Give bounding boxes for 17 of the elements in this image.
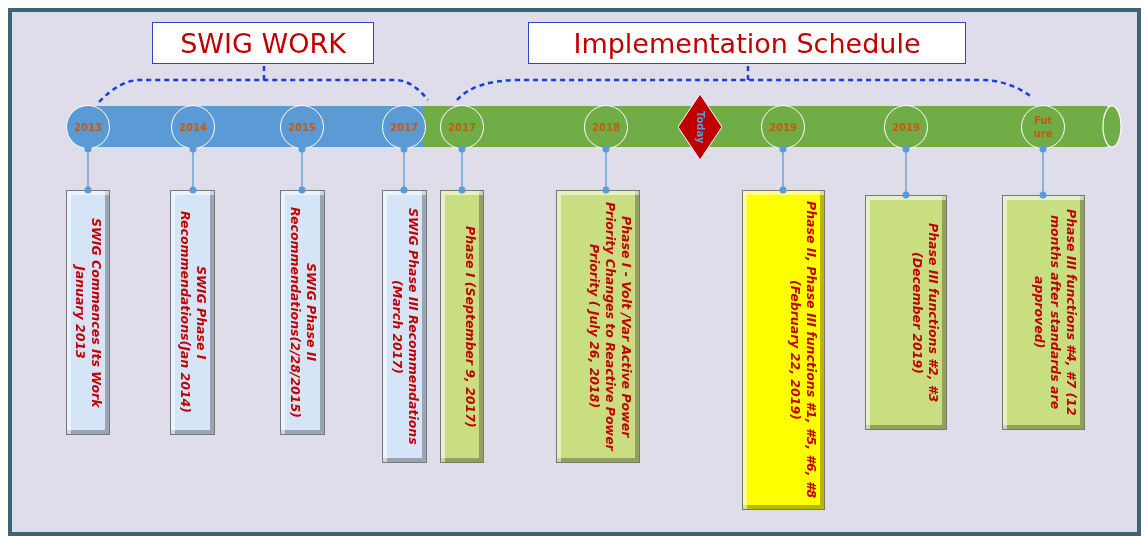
milestone-card: Phase II, Phase III functions #1, #5, #6, #8 (February 22, 2019) <box>742 190 825 510</box>
connector-line <box>458 145 466 194</box>
milestone-card: SWIG Phase II Recommendations(2/28/2015) <box>280 190 325 435</box>
milestone-card: Phase III functions #2, #3 (December 2019) <box>865 195 947 430</box>
connector-line <box>902 145 910 199</box>
connector-line <box>779 145 787 194</box>
milestone-card: SWIG Commences Its Work January 2013 <box>66 190 110 435</box>
heading-box: SWIG WORK <box>152 22 374 64</box>
heading-box: Implementation Schedule <box>528 22 966 64</box>
connector-line <box>1039 145 1047 199</box>
milestone-card: Phase I (September 9, 2017) <box>440 190 484 463</box>
connector-line <box>602 145 610 194</box>
milestone-card: Phase III functions #4, #7 (12 months after standards are approved) <box>1002 195 1085 430</box>
today-diamond: Today <box>678 94 722 160</box>
milestone-card: SWIG Phase I Recommendations(Jan 2014) <box>170 190 215 435</box>
milestone-card: SWIG Phase III Recommendations (March 2017) <box>382 190 427 463</box>
milestone-card: Phase I - Volt /Var Active Power Priority Changes to Reactive Power Priority ( July 26, 2018) <box>556 190 640 463</box>
